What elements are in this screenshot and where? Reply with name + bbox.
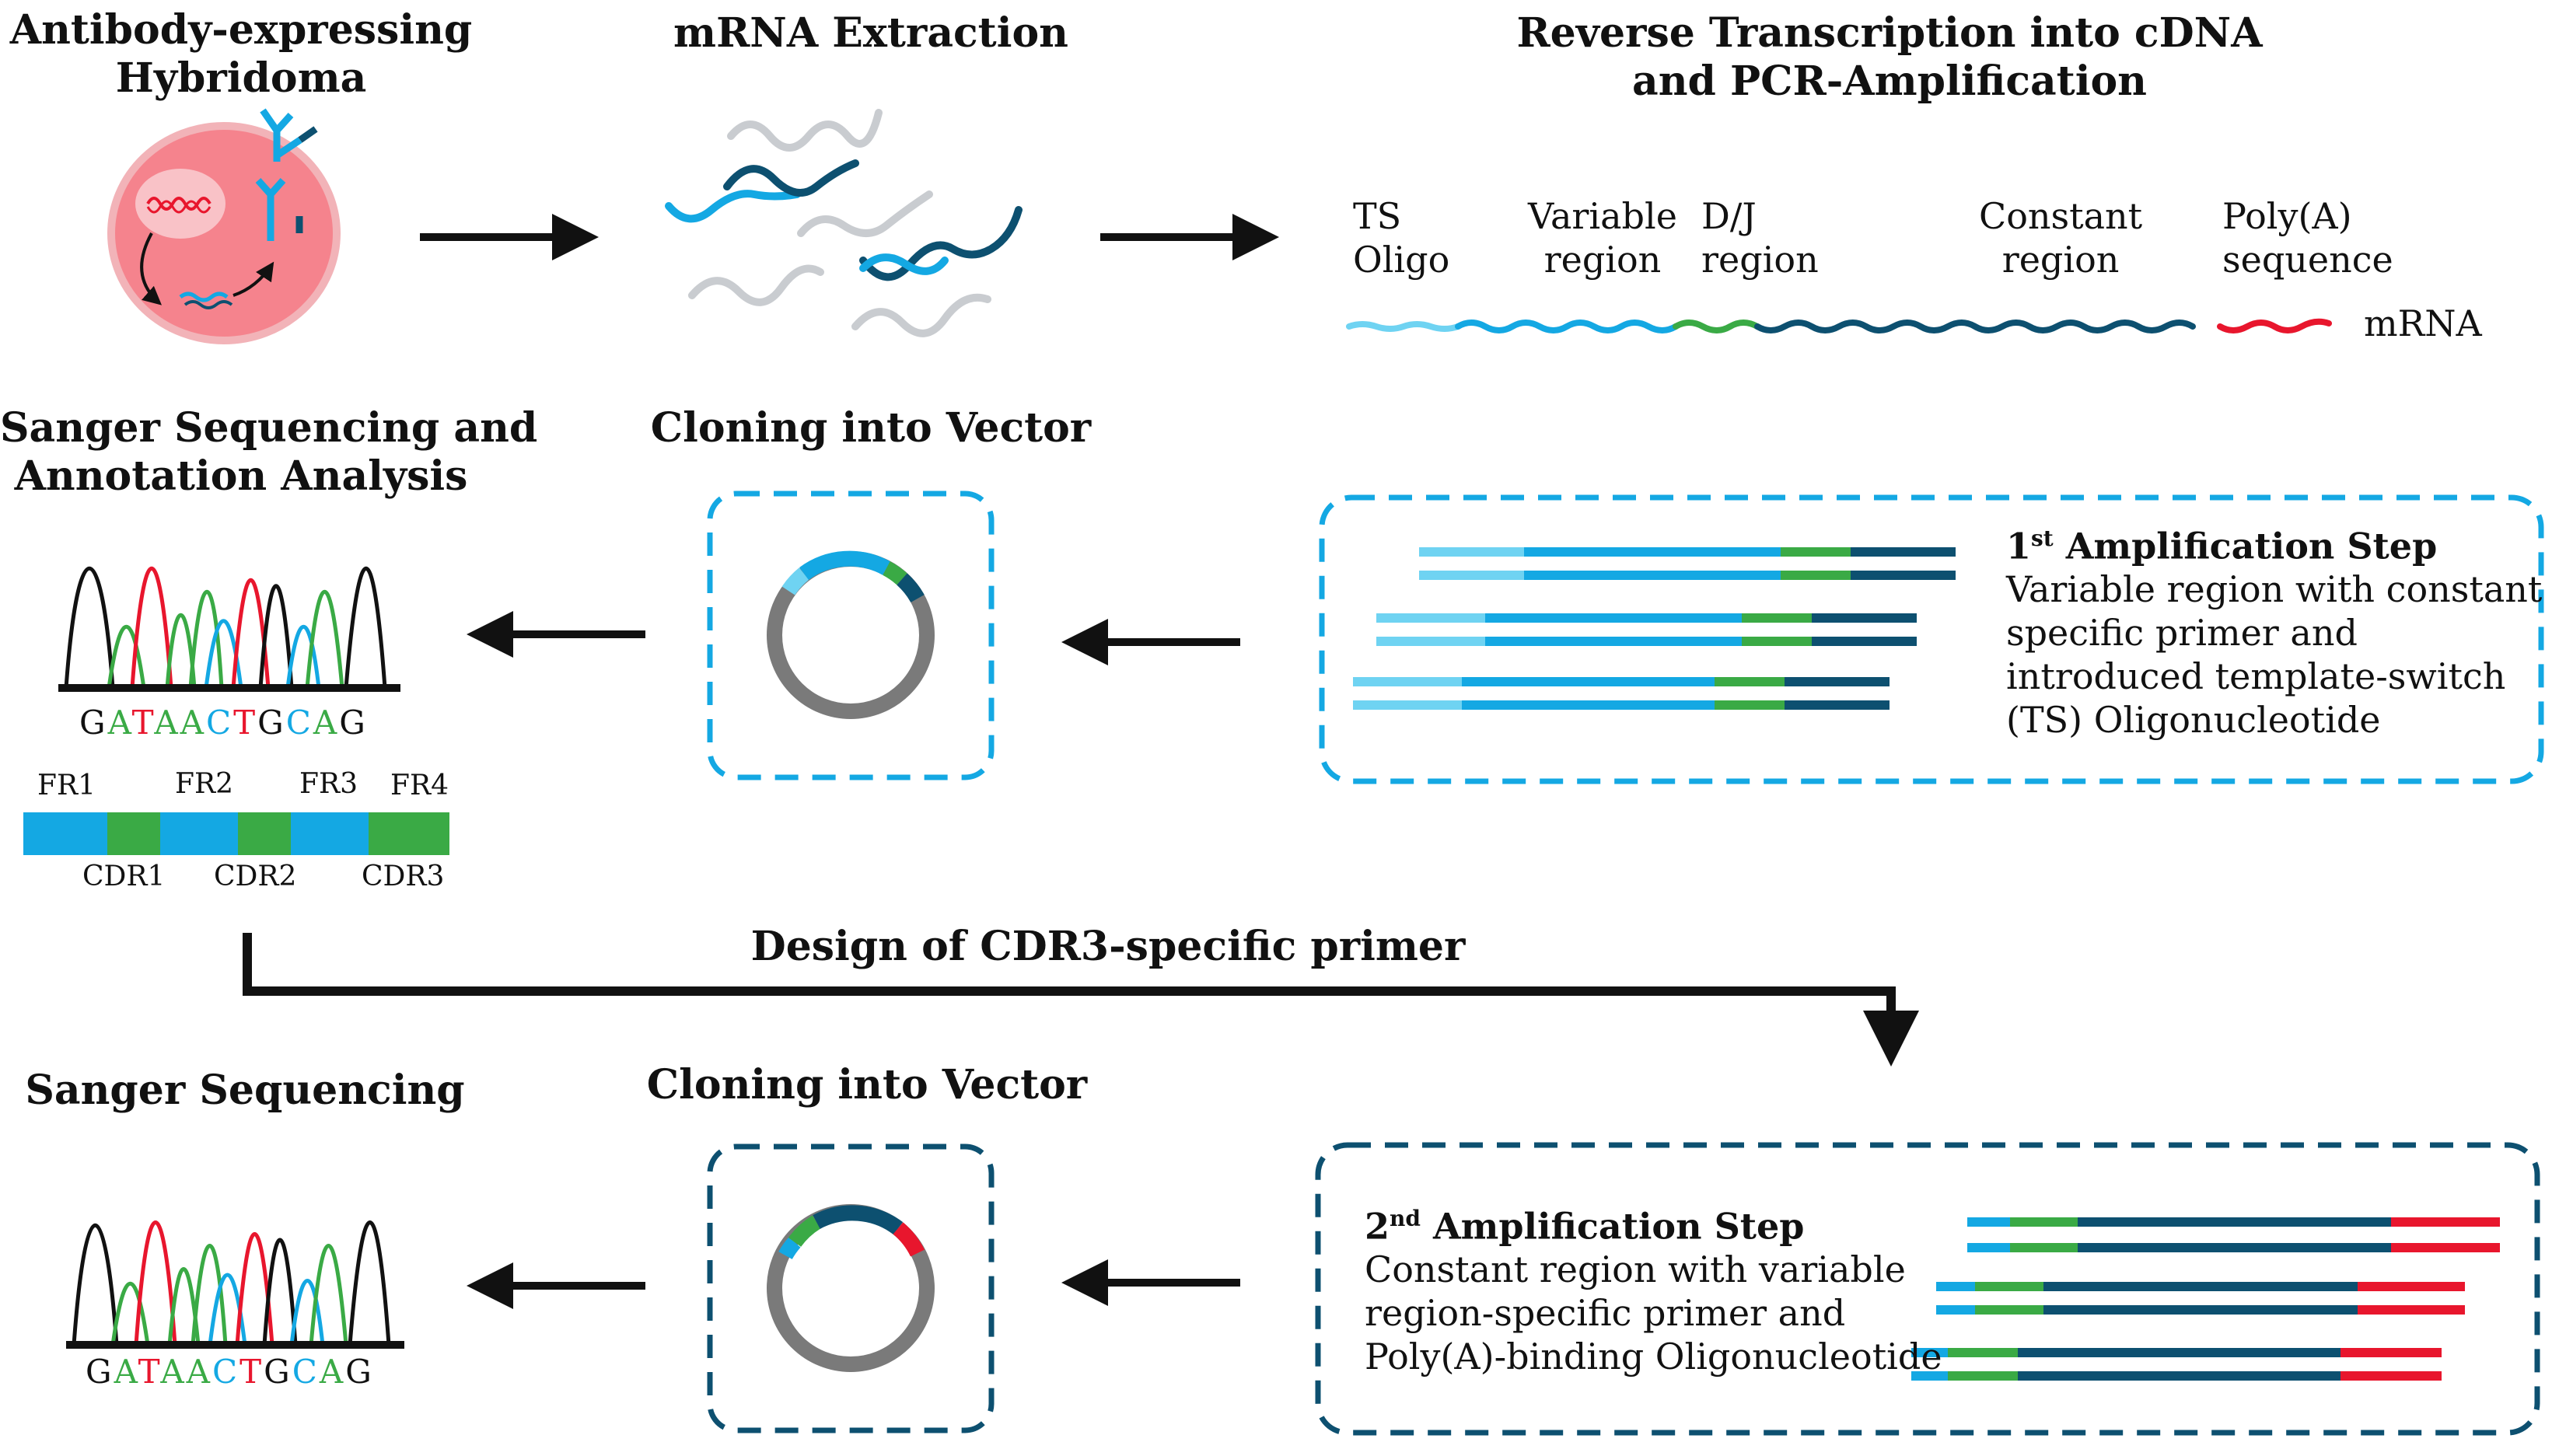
sequence-bottom: GATAACTGCAG — [86, 1353, 374, 1391]
sequence-letter: A — [154, 704, 180, 742]
sequence-letter: G — [257, 704, 286, 742]
mrna-label: mRNA — [2364, 302, 2482, 344]
mrna-strands — [665, 109, 1023, 337]
design-connector-arrow — [243, 933, 1919, 1067]
amp2-fragments — [1911, 1217, 2500, 1381]
sequence-letter: G — [86, 1353, 114, 1391]
cdr1-label: CDR1 — [82, 861, 166, 892]
sequence-letter: C — [206, 704, 234, 742]
sequence-letter: G — [345, 1353, 374, 1391]
step2-title: 2nd Amplification Step — [1365, 1205, 1805, 1248]
sequence-letter: C — [212, 1353, 240, 1391]
fr4-label: FR4 — [390, 770, 449, 801]
step1-text: 1st Amplification Step Variable region w… — [2006, 517, 2542, 742]
sequence-letter: T — [138, 1353, 161, 1391]
amplification-step-2-box — [1315, 1142, 2540, 1436]
sequence-letter: T — [131, 704, 155, 742]
chromatogram-top — [58, 566, 400, 692]
cloning-top-title: Cloning into Vector — [650, 404, 1092, 452]
mrna-extraction-title: mRNA Extraction — [673, 9, 1068, 57]
sequence-letter: A — [180, 704, 207, 742]
sequence-letter: G — [339, 704, 368, 742]
chromatogram-bottom — [66, 1220, 404, 1349]
sequence-letter: A — [186, 1353, 213, 1391]
cloning-bottom-box — [707, 1144, 995, 1433]
rt-pcr-title: Reverse Transcription into cDNA and PCR-… — [1516, 9, 2263, 105]
sequence-letter: G — [79, 704, 108, 742]
vector-circle-bottom — [767, 1204, 935, 1372]
amp1-fragments — [1353, 547, 1956, 710]
cdr3-label: CDR3 — [362, 861, 445, 892]
sequence-letter: T — [233, 704, 258, 742]
cdr2-label: CDR2 — [214, 861, 297, 892]
mrna-structure — [1346, 318, 2332, 333]
step2-text: 2nd Amplification Step Constant region w… — [1365, 1197, 1942, 1378]
fr1-label: FR1 — [37, 770, 96, 801]
sequence-letter: A — [107, 704, 132, 742]
cloning-top-box — [707, 491, 995, 780]
hybridoma-title: Antibody-expressing Hybridoma — [9, 6, 473, 102]
sequence-letter: A — [160, 1353, 187, 1391]
sequence-top: GATAACTGCAG — [79, 704, 368, 742]
hybridoma-cell — [107, 108, 341, 344]
amplification-step-1-box — [1319, 494, 2544, 784]
sequence-letter: A — [114, 1353, 138, 1391]
fr3-label: FR3 — [299, 768, 358, 800]
sanger-bottom-title: Sanger Sequencing — [25, 1067, 465, 1114]
fr2-label: FR2 — [175, 768, 233, 800]
vector-circle-top — [767, 550, 935, 719]
framework-cdr-bar — [23, 812, 449, 855]
sequence-letter: G — [264, 1353, 292, 1391]
sequence-letter: A — [313, 704, 340, 742]
polya-sequence-label: Poly(A)sequence — [2222, 195, 2393, 281]
cloning-bottom-title: Cloning into Vector — [646, 1061, 1088, 1109]
sequence-letter: C — [285, 704, 313, 742]
sequence-letter: T — [239, 1353, 264, 1391]
sequence-letter: A — [319, 1353, 346, 1391]
sequence-letter: C — [292, 1353, 320, 1391]
sanger-annotation-title: Sanger Sequencing and Annotation Analysi… — [0, 404, 538, 500]
design-cdr3-title: Design of CDR3-specific primer — [750, 923, 1466, 970]
step1-title: 1st Amplification Step — [2006, 525, 2438, 567]
